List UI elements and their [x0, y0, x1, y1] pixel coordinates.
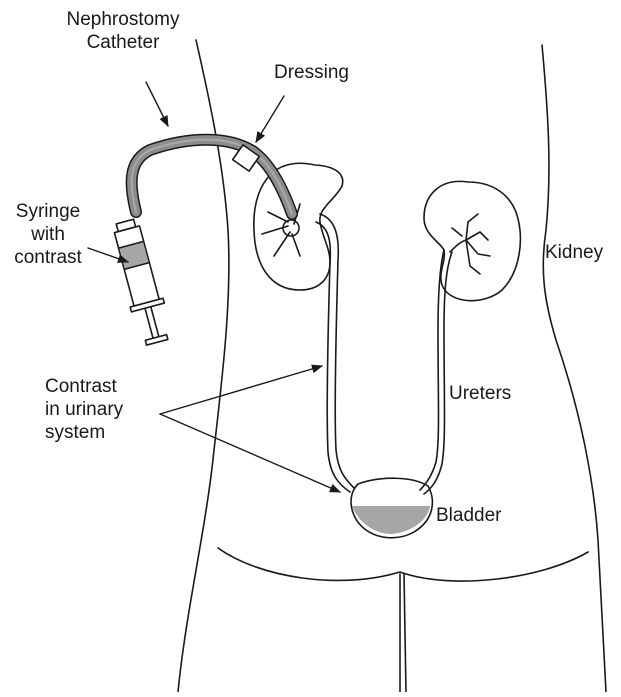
label-syringe: Syringe with contrast — [0, 200, 98, 269]
body-right-contour — [542, 45, 606, 692]
right-kidney — [424, 181, 520, 300]
body-outline — [178, 40, 606, 692]
left-ureter-outer — [320, 214, 354, 488]
buttock-curve — [218, 548, 588, 581]
arrow-catheter — [146, 82, 168, 126]
label-contrast-system: Contrast in urinary system — [45, 375, 175, 444]
syringe-plunger-rod — [145, 307, 159, 338]
center-line-right — [404, 574, 406, 692]
right-renal-calyces — [450, 214, 490, 274]
syringe-plunger-cap — [145, 335, 168, 346]
left-ureter-inner — [316, 222, 350, 492]
right-ureter-outer — [420, 250, 444, 490]
label-kidney: Kidney — [545, 241, 621, 264]
ureters — [316, 214, 452, 494]
syringe — [108, 217, 173, 347]
arrow-contrast-bladder — [160, 414, 340, 492]
bladder — [351, 478, 432, 538]
arrow-dressing — [256, 96, 284, 142]
label-ureters: Ureters — [449, 382, 549, 405]
arrow-contrast-ureter — [160, 366, 322, 414]
label-bladder: Bladder — [436, 504, 536, 527]
label-nephrostomy-catheter: Nephrostomy Catheter — [48, 8, 198, 54]
label-dressing: Dressing — [274, 61, 384, 84]
pelvis-loop — [283, 220, 299, 236]
right-kidney-outline — [424, 181, 520, 300]
